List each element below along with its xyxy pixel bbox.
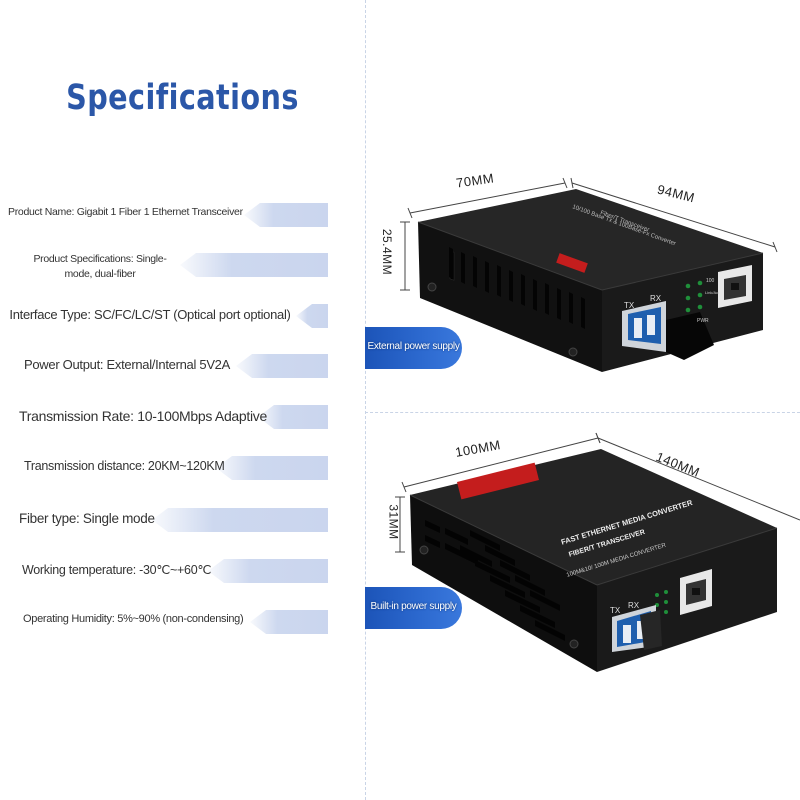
spec-text: Power Output: External/Internal 5V2A xyxy=(24,357,230,372)
port-label-tx-top: TX xyxy=(624,301,635,310)
built-in-power-supply-tag: Built-in power supply xyxy=(365,587,462,629)
spec-text: Fiber type: Single mode xyxy=(19,511,155,526)
led-label-pwr-top: PWR xyxy=(697,318,709,324)
spec-row-fiber-type: Fiber type: Single mode xyxy=(0,508,330,532)
spec-row-working-temperature: Working temperature: -30℃~+60℃ xyxy=(0,559,330,583)
spec-bar xyxy=(258,405,328,429)
spec-row-operating-humidity: Operating Humidity: 5%~90% (non-condensi… xyxy=(0,610,330,634)
brand-logo-bottom xyxy=(457,462,539,500)
section-divider-horizontal xyxy=(365,412,800,413)
spec-bar xyxy=(244,203,328,227)
spec-bar xyxy=(180,253,328,277)
led-indicators-top xyxy=(685,280,703,313)
external-power-supply-tag: External power supply xyxy=(365,327,462,369)
port-label-rx-bottom: RX xyxy=(628,601,640,610)
dimension-height-bottom: 31MM xyxy=(386,504,401,540)
spec-bar xyxy=(236,354,328,378)
spec-row-product-specifications: Product Specifications: Single-mode, dua… xyxy=(0,253,330,280)
spec-bar xyxy=(208,559,328,583)
port-label-tx-bottom: TX xyxy=(610,606,621,615)
spec-text: Interface Type: SC/FC/LC/ST (Optical por… xyxy=(9,307,291,322)
spec-text: Product Specifications: Single-mode, dua… xyxy=(33,253,167,280)
spec-text: Transmission distance: 20KM~120KM xyxy=(24,459,225,473)
section-divider-vertical xyxy=(365,0,366,800)
sfp-module-bottom xyxy=(612,605,662,652)
spec-bar xyxy=(216,456,328,480)
spec-row-transmission-distance: Transmission distance: 20KM~120KM xyxy=(0,456,330,480)
spec-text: Transmission Rate: 10-100Mbps Adaptive xyxy=(19,408,267,424)
converter-top-device: Fiber/T Transceiver 10/100 Base Tx & 100… xyxy=(417,189,764,372)
led-label-link-top: Link/Act xyxy=(705,290,720,295)
spec-bar xyxy=(250,610,328,634)
spec-row-transmission-rate: Transmission Rate: 10-100Mbps Adaptive xyxy=(0,405,330,429)
sfp-module-top xyxy=(622,301,714,360)
vent-slots xyxy=(425,520,565,641)
spec-row-power-output: Power Output: External/Internal 5V2A xyxy=(0,354,330,378)
dimension-lines-top xyxy=(400,177,778,291)
vent-slots xyxy=(449,247,585,329)
rj45-port-bottom xyxy=(680,569,712,615)
brand-logo-top xyxy=(556,253,588,273)
spec-text: Product Name: Gigabit 1 Fiber 1 Ethernet… xyxy=(8,206,243,218)
dimension-lines-bottom xyxy=(395,432,800,553)
port-label-rx-top: RX xyxy=(650,294,662,303)
tag-label: External power supply xyxy=(367,341,460,352)
spec-bar xyxy=(152,508,328,532)
dimension-height-top: 25.4MM xyxy=(380,228,395,276)
spec-text: Operating Humidity: 5%~90% (non-condensi… xyxy=(23,613,244,625)
led-label-100-top: 100 xyxy=(706,278,715,284)
spec-row-interface-type: Interface Type: SC/FC/LC/ST (Optical por… xyxy=(0,304,330,328)
spec-text: Working temperature: -30℃~+60℃ xyxy=(22,563,212,577)
page-title: Specifications xyxy=(66,78,299,118)
spec-row-product-name: Product Name: Gigabit 1 Fiber 1 Ethernet… xyxy=(0,203,330,227)
tag-label: Built-in power supply xyxy=(370,601,457,612)
converter-bottom-device xyxy=(409,449,778,672)
rj45-port-top xyxy=(718,265,752,308)
